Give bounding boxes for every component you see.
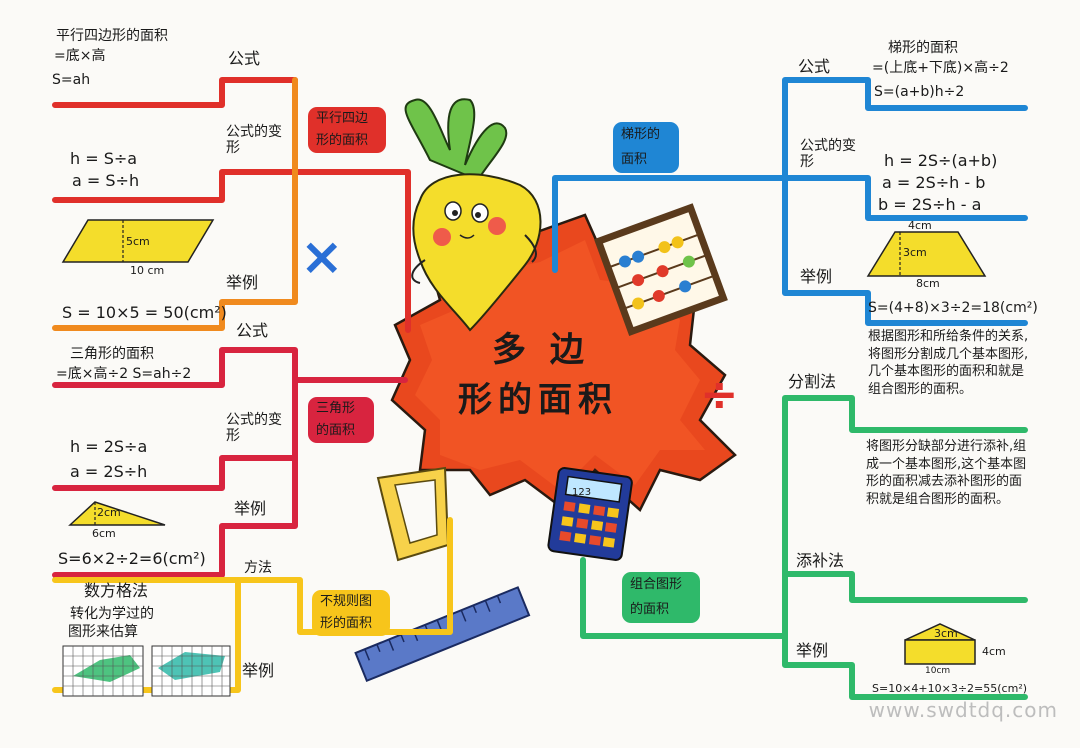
composite-base: 10cm <box>925 666 951 676</box>
triangle-formula-line-2: =底×高÷2 S=ah÷2 <box>56 366 192 382</box>
trapezoid-top-base: 4cm <box>908 219 932 232</box>
grid-example-1 <box>62 645 144 697</box>
composite-triangle-height: 3cm <box>934 627 958 640</box>
parallelogram-transform-line-1: h = S÷a <box>70 149 138 168</box>
irregular-method-line-2: 转化为学过的 <box>70 606 154 622</box>
branch-line-composite <box>580 395 1028 639</box>
parallelogram-formula-line-2: =底×高 <box>54 48 106 64</box>
trapezoid-example-formula: S=(4+8)×3÷2=18(cm²) <box>868 300 1038 316</box>
pill-triangle: 三角形的面积 <box>308 397 374 444</box>
composite-shape <box>904 623 976 665</box>
trapezoid-shape <box>866 231 987 277</box>
branch-line-irregular <box>52 517 453 635</box>
irregular-example-label: 举例 <box>242 661 275 680</box>
branch-line-parallelogram-mid <box>52 169 298 203</box>
triangle-shape <box>68 501 166 526</box>
grid-example-2 <box>151 645 231 697</box>
pill-irregular: 不规则图形的面积 <box>312 590 390 637</box>
trapezoid-transform-line-1: h = 2S÷(a+b) <box>884 151 998 170</box>
triangle-example-label: 举例 <box>234 499 267 518</box>
branch-line-parallelogram-example <box>52 169 298 331</box>
parallelogram-base: 10 cm <box>130 264 165 277</box>
branch-line-trapezoid <box>552 77 1028 273</box>
composite-fill-text: 将图形分缺部分进行添补,组成一个基本图形,这个基本图形的面积减去添补图形的面积就… <box>866 439 1027 507</box>
branch-line-triangle-mid <box>52 377 298 491</box>
title-line-2: 形的面积 <box>458 380 618 420</box>
composite-split-label: 分割法 <box>788 372 837 391</box>
parallelogram-formula-line-3: S=ah <box>52 72 91 88</box>
branch-line-trapezoid-example <box>782 175 1028 326</box>
parallelogram-formula-line-1: 平行四边形的面积 <box>56 28 168 44</box>
pill-parallelogram: 平行四边形的面积 <box>308 107 386 154</box>
pill-trapezoid: 梯形的面积 <box>613 122 679 174</box>
times-symbol: × <box>300 227 344 287</box>
trapezoid-formula-label: 公式 <box>798 57 831 76</box>
irregular-method-line-3: 图形来估算 <box>68 624 138 640</box>
divide-symbol: ÷ <box>700 367 739 421</box>
parallelogram-height: 5cm <box>126 235 150 248</box>
parallelogram-transform-line-2: a = S÷h <box>72 171 140 190</box>
triangle-transform-line-2: a = 2S÷h <box>70 462 148 481</box>
trapezoid-height: 3cm <box>903 246 927 259</box>
irregular-method-line-1: 数方格法 <box>84 581 149 600</box>
calculator-icon <box>547 467 633 561</box>
branch-line-trapezoid-mid <box>782 175 1028 221</box>
branch-line-composite-example <box>782 633 1028 700</box>
trapezoid-transform-line-2: a = 2S÷h - b <box>882 173 986 192</box>
composite-example-label: 举例 <box>796 641 829 660</box>
title-line-1: 多 边 <box>492 330 590 370</box>
branch-line-triangle <box>52 347 408 388</box>
triangle-transform-line-1: h = 2S÷a <box>70 437 148 456</box>
triangle-transform-label: 公式的变形 <box>226 412 282 445</box>
trapezoid-formula-line-1: 梯形的面积 <box>888 40 958 56</box>
composite-rect-height: 4cm <box>982 645 1006 658</box>
trapezoid-formula-line-3: S=(a+b)h÷2 <box>874 84 965 100</box>
composite-split-text: 根据图形和所给条件的关系,将图形分割成几个基本图形,几个基本图形的面积和就是组合… <box>868 329 1029 397</box>
triangle-formula-line-1: 三角形的面积 <box>70 346 154 362</box>
composite-example-formula: S=10×4+10×3÷2=55(cm²) <box>872 682 1028 695</box>
trapezoid-formula-line-2: =(上底+下底)×高÷2 <box>872 60 1009 76</box>
parallelogram-example-formula: S = 10×5 = 50(cm²) <box>62 303 227 322</box>
branch-line-triangle-example <box>52 455 298 578</box>
calculator-display: 123 <box>572 487 592 498</box>
pill-composite: 组合图形的面积 <box>622 572 700 624</box>
parallelogram-example-label: 举例 <box>226 273 259 292</box>
trapezoid-transform-line-3: b = 2S÷h - a <box>878 195 982 214</box>
parallelogram-shape <box>61 219 215 263</box>
branch-line-composite-fill <box>782 571 1028 603</box>
triangle-base: 6cm <box>92 527 116 540</box>
abacus-icon <box>593 203 728 337</box>
composite-fill-label: 添补法 <box>796 551 845 570</box>
triangle-formula-label: 公式 <box>236 321 269 340</box>
trapezoid-bottom-base: 8cm <box>916 277 940 290</box>
irregular-method-label: 方法 <box>244 560 272 576</box>
trapezoid-transform-label: 公式的变形 <box>800 138 856 171</box>
parallelogram-formula-label: 公式 <box>228 49 261 68</box>
triangle-example-formula: S=6×2÷2=6(cm²) <box>58 549 206 568</box>
carrot-mascot <box>404 98 542 332</box>
watermark: www.swdtdq.com <box>868 698 1058 722</box>
triangle-height: 2cm <box>97 506 121 519</box>
set-square-icon <box>376 466 450 562</box>
trapezoid-example-label: 举例 <box>800 267 833 286</box>
parallelogram-transform-label: 公式的变形 <box>226 124 282 157</box>
